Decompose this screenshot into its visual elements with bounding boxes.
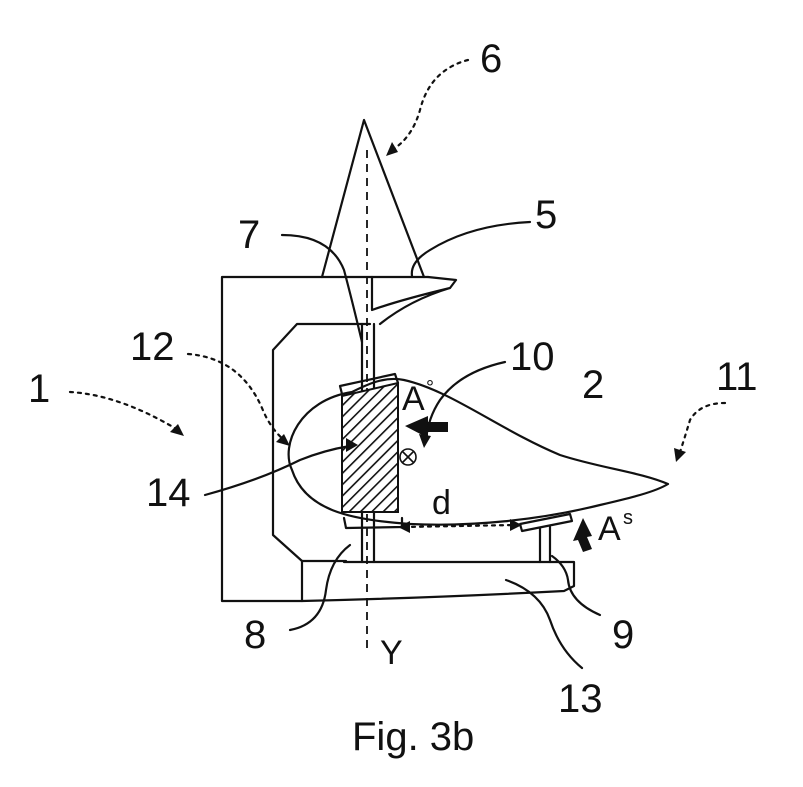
symbol-a-side-superscript: s [623, 507, 633, 529]
leader-10-head [419, 434, 431, 448]
leader-6 [392, 60, 468, 150]
ref-1: 1 [28, 367, 50, 411]
leader-1-head [170, 424, 184, 436]
force-arrow-side [573, 518, 592, 552]
symbol-a-side: A [598, 510, 621, 548]
leader-6-head [386, 142, 398, 156]
ref-7: 7 [238, 213, 260, 257]
support-pin [540, 527, 550, 562]
symbol-y-axis: Y [380, 634, 403, 672]
leader-9 [552, 556, 600, 615]
symbol-a-top: A [402, 380, 425, 418]
rotation-center-symbol [400, 449, 416, 465]
ref-13: 13 [558, 677, 603, 721]
ref-14: 14 [146, 471, 191, 515]
ref-9: 9 [612, 613, 634, 657]
probe-tip [322, 120, 424, 277]
leader-11 [680, 403, 725, 452]
leader-5 [412, 222, 530, 276]
leader-14 [205, 446, 350, 495]
symbol-a-top-superscript: ° [426, 377, 434, 399]
ref-12: 12 [130, 325, 175, 369]
leader-11-head [674, 448, 686, 462]
ref-10: 10 [510, 335, 555, 379]
ref-8: 8 [244, 613, 266, 657]
ref-5: 5 [535, 193, 557, 237]
leader-1 [70, 392, 178, 430]
ref-2: 2 [582, 363, 604, 407]
ref-6: 6 [480, 37, 502, 81]
leader-12 [188, 354, 284, 440]
lower-frame [302, 561, 346, 601]
figure-caption: Fig. 3b [352, 715, 474, 759]
ref-11: 11 [716, 355, 758, 399]
upper-arm [372, 277, 456, 324]
symbol-distance-d: d [432, 484, 451, 522]
